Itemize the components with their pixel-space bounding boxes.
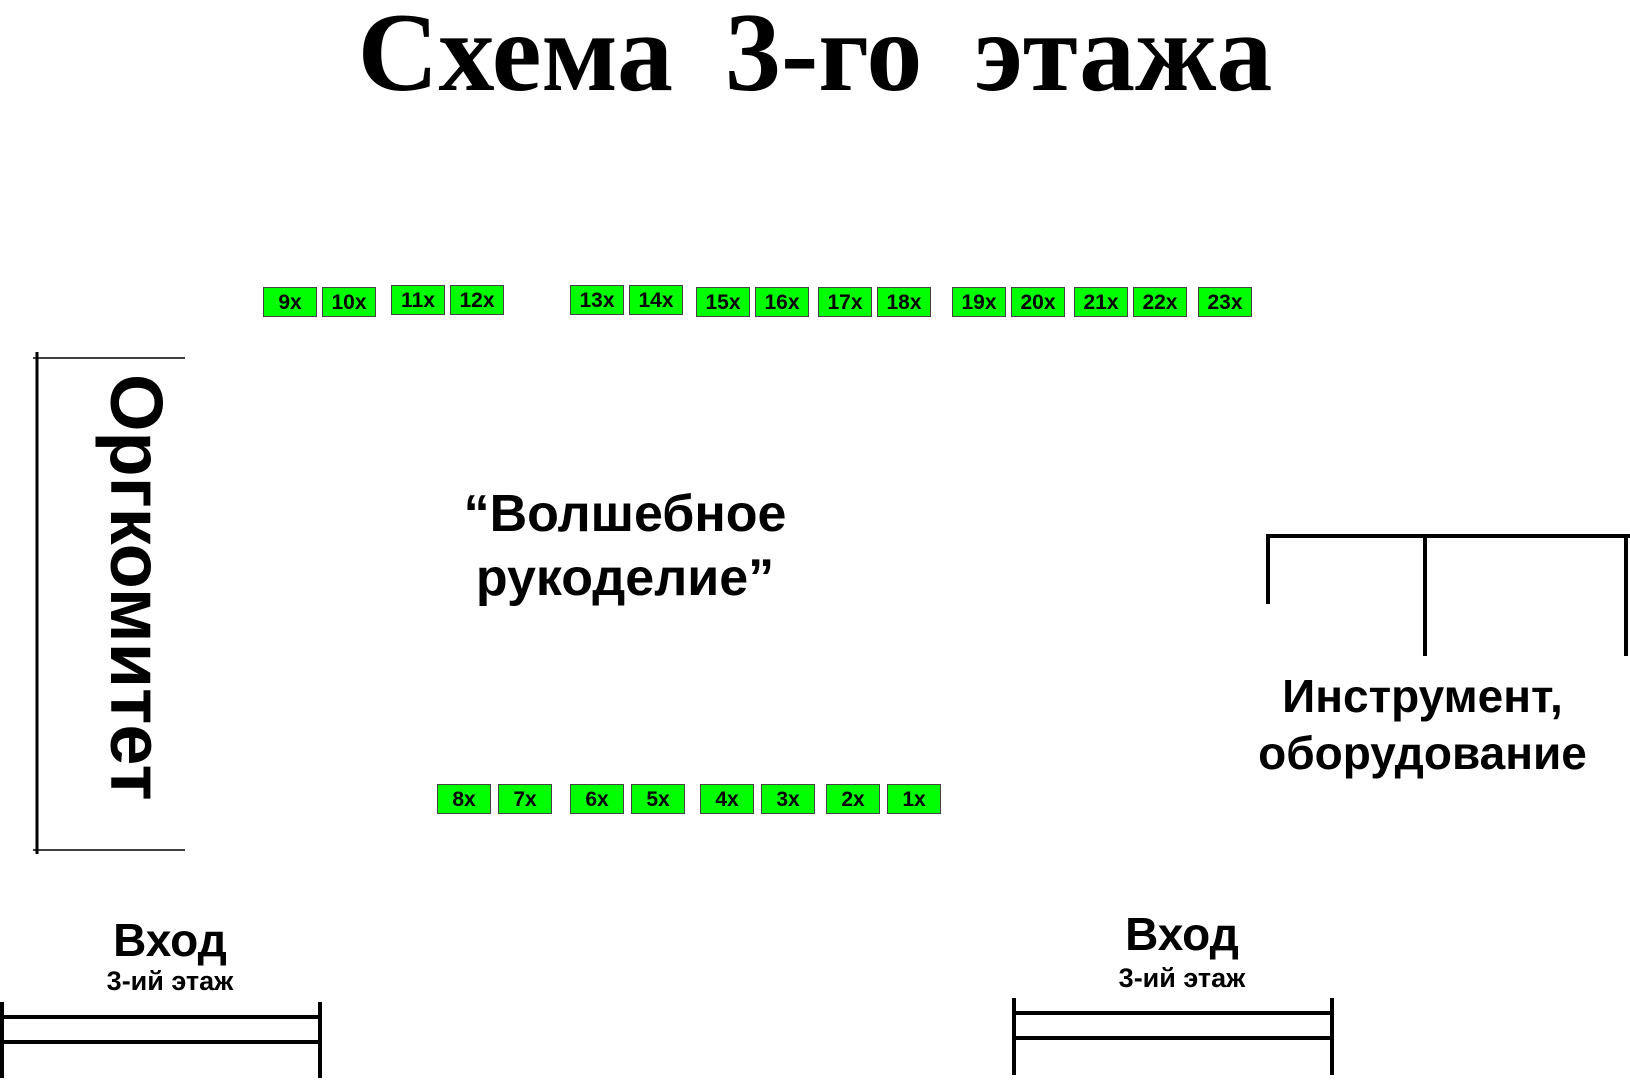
booth-1x: 1x [887,784,941,814]
entrance-right-title: Вход [1125,908,1239,960]
tools-label-line-2: оборудование [1258,727,1587,779]
booth-6x: 6x [570,784,624,814]
hall-name-line-1: “Волшебное [463,485,787,543]
booth-11x: 11x [391,285,445,315]
booth-13x: 13x [570,285,624,315]
hall-name-line-2: рукоделие” [475,549,775,607]
booth-15x: 15x [696,287,750,317]
tools-partition [1266,534,1630,656]
booth-23x: 23x [1198,287,1252,317]
page-title: Схема 3-го этажа [357,0,1273,115]
entrance-left-title: Вход [113,914,227,966]
entrance-left-subtitle: 3-ий этаж [106,966,234,996]
booth-21x: 21x [1074,287,1128,317]
entrance-left-door [0,1002,322,1078]
booth-5x: 5x [631,784,685,814]
booth-22x: 22x [1133,287,1187,317]
tools-label-line-1: Инструмент, [1282,670,1563,722]
booth-17x: 17x [818,287,872,317]
booth-4x: 4x [700,784,754,814]
tools-equipment-label: Инструмент, оборудование [1235,668,1610,782]
booth-14x: 14x [629,285,683,315]
booth-9x: 9x [263,287,317,317]
booth-12x: 12x [450,285,504,315]
booth-16x: 16x [755,287,809,317]
booth-10x: 10x [322,287,376,317]
booth-18x: 18x [877,287,931,317]
booth-8x: 8x [437,784,491,814]
booth-2x: 2x [826,784,880,814]
hall-name: “Волшебное рукоделие” [385,482,865,610]
booth-19x: 19x [952,287,1006,317]
orgcommittee-bracket [33,352,185,854]
entrance-right-door [1012,998,1334,1075]
entrance-right-subtitle: 3-ий этаж [1118,963,1246,993]
booth-7x: 7x [498,784,552,814]
booth-3x: 3x [761,784,815,814]
orgcommittee-label: Оргкомитет [95,374,178,801]
booth-20x: 20x [1011,287,1065,317]
